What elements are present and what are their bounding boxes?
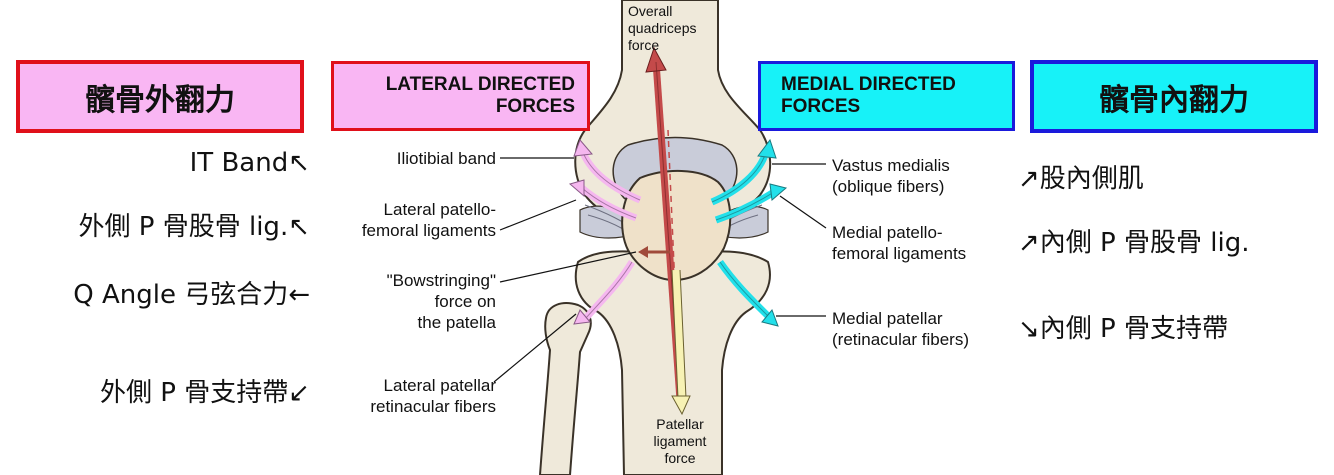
iliotibial-band-label: Iliotibial band — [396, 149, 496, 168]
medial-retinacular-label: Medial patellar (retinacular fibers) — [832, 309, 969, 349]
medial-pf-lig-annotation: ↗內側 P 骨股骨 lig. — [1018, 228, 1250, 258]
lateral-patellofemoral-label: Lateral patello- femoral ligaments — [361, 200, 496, 240]
q-angle-annotation: Q Angle 弓弦合力← — [73, 280, 310, 310]
patellar-ligament-arrow — [672, 269, 686, 399]
it-band-annotation: IT Band↖ — [189, 148, 310, 178]
bowstringing-label: "Bowstringing" force on the patella — [386, 271, 496, 332]
lateral-directed-line-2: FORCES — [495, 96, 575, 117]
medial-title-jp: 髕骨內翻力 — [1099, 82, 1249, 118]
medial-directed-forces-box: MEDIAL DIRECTED FORCES — [758, 61, 1015, 131]
medial-title-box-jp: 髕骨內翻力 — [1030, 60, 1318, 133]
patellar-ligament-label: Patellar ligament force — [653, 416, 707, 466]
vastus-medialis-label: Vastus medialis (oblique fibers) — [832, 156, 950, 196]
medial-retinaculum-annotation: ↘內側 P 骨支持帶 — [1018, 314, 1228, 344]
overall-quadriceps-label: Overall quadriceps force — [628, 3, 697, 53]
lateral-directed-line-1: LATERAL DIRECTED — [385, 74, 575, 95]
medial-directed-line-1: MEDIAL DIRECTED — [781, 74, 956, 95]
lateral-retinaculum-annotation: 外側 P 骨支持帶↙ — [100, 378, 310, 408]
medial-patellofemoral-label: Medial patello- femoral ligaments — [832, 223, 967, 263]
lateral-title-jp: 髕骨外翻力 — [85, 82, 235, 118]
lateral-title-box-jp: 髕骨外翻力 — [16, 60, 304, 133]
medial-directed-line-2: FORCES — [781, 96, 861, 117]
fibula-bone — [538, 302, 592, 475]
lateral-retinacular-label: Lateral patellar retinacular fibers — [370, 376, 496, 416]
lateral-pf-lig-annotation: 外側 P 骨股骨 lig.↖ — [78, 212, 310, 242]
lateral-directed-forces-box: LATERAL DIRECTED FORCES — [331, 61, 590, 131]
vastus-medialis-annotation: ↗股內側肌 — [1018, 164, 1144, 194]
